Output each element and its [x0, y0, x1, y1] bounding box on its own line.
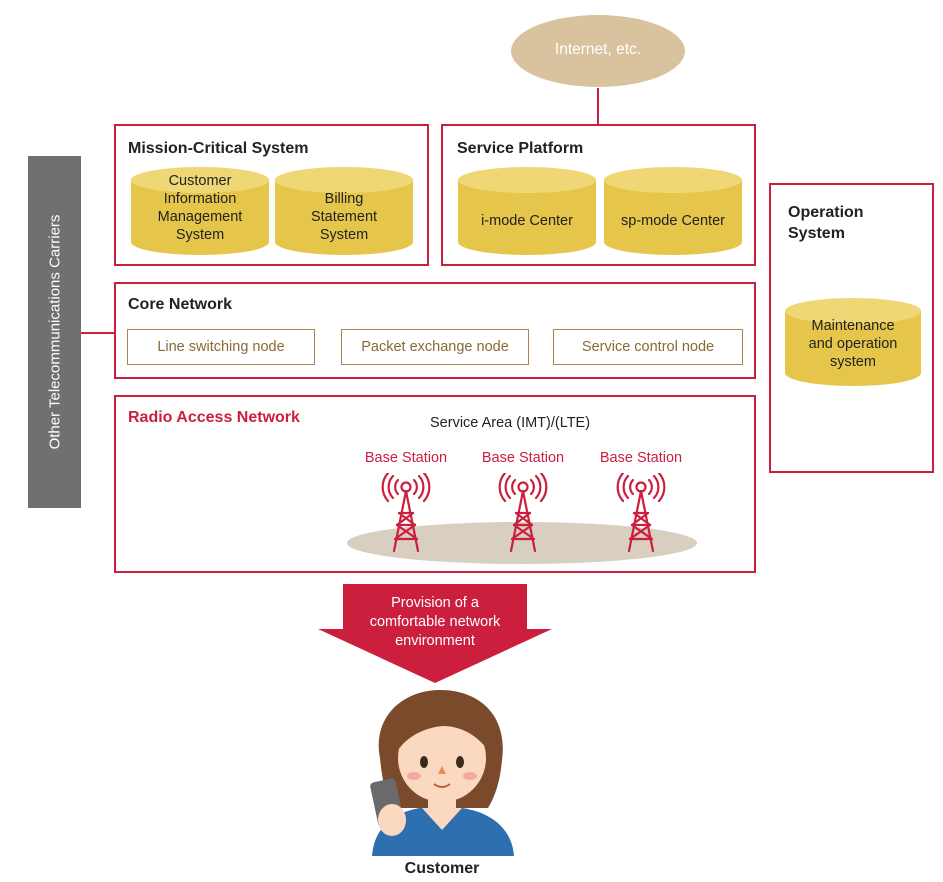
service-platform-box: Service Platform i-mode Center sp-mode C…: [441, 124, 756, 266]
billing-line-1: Billing: [324, 191, 364, 207]
radio-access-title: Radio Access Network: [128, 409, 300, 426]
internet-connector: [597, 88, 599, 124]
service-platform-title: Service Platform: [457, 140, 584, 157]
operation-system-title-line-1: Operation: [788, 204, 864, 221]
core-network-title: Core Network: [128, 296, 233, 313]
customer-illustration: [370, 690, 514, 856]
service-area-label: Service Area (IMT)/(LTE): [430, 415, 591, 431]
base-station-label-2: Base Station: [481, 450, 565, 466]
mission-critical-title: Mission-Critical System: [128, 140, 309, 157]
other-carriers-label: Other Telecommunications Carriers: [46, 214, 63, 450]
maintenance-system-cylinder: Maintenance and operation system: [784, 297, 922, 387]
billing-db-cylinder: Billing Statement System: [274, 166, 414, 256]
customer-info-line-2: Information: [163, 191, 237, 208]
customer-info-line-4: System: [175, 227, 225, 244]
service-area-ground: [347, 522, 697, 564]
maintenance-line-1: Maintenance: [811, 318, 895, 334]
base-station-label-3: Base Station: [599, 450, 683, 466]
radio-access-network-box: Radio Access Network Service Area (IMT)/…: [114, 395, 756, 573]
packet-exchange-node: Packet exchange node: [341, 329, 529, 365]
provision-arrow: Provision of a comfortable network envir…: [317, 584, 553, 684]
internet-label: Internet, etc.: [554, 41, 642, 58]
sp-mode-center-label: sp-mode Center: [621, 213, 725, 229]
maintenance-line-3: system: [830, 354, 876, 371]
provision-line-2: comfortable network: [369, 613, 501, 630]
billing-line-2: Statement: [310, 209, 378, 226]
line-switching-node: Line switching node: [127, 329, 315, 365]
i-mode-center-label: i-mode Center: [481, 213, 573, 229]
operation-system-title-line-2: System: [788, 224, 845, 242]
customer-label: Customer: [404, 860, 480, 877]
radio-tower-icon: [616, 473, 666, 553]
customer-info-line-1: Customer: [168, 173, 232, 189]
other-carriers-bar: Other Telecommunications Carriers: [28, 156, 81, 508]
radio-tower-icon: [498, 473, 548, 553]
i-mode-center-cylinder: i-mode Center: [457, 166, 597, 256]
provision-line-3: environment: [395, 632, 475, 649]
radio-tower-icon: [381, 473, 431, 553]
base-station-label-1: Base Station: [364, 450, 448, 466]
sp-mode-center-cylinder: sp-mode Center: [603, 166, 743, 256]
internet-node: Internet, etc.: [510, 14, 686, 88]
maintenance-line-2: and operation: [808, 336, 898, 353]
customer-info-db-cylinder: Customer Information Management System: [130, 166, 270, 256]
operation-system-box: Operation System Maintenance and operati…: [769, 183, 934, 473]
core-network-box: Core Network Line switching node Packet …: [114, 282, 756, 379]
carriers-connector: [81, 332, 116, 334]
billing-line-3: System: [319, 227, 369, 244]
service-control-node: Service control node: [553, 329, 743, 365]
customer-info-line-3: Management: [157, 209, 243, 226]
operation-system-title: Operation System: [788, 203, 864, 245]
mission-critical-system-box: Mission-Critical System Customer Informa…: [114, 124, 429, 266]
provision-line-1: Provision of a: [391, 595, 479, 611]
